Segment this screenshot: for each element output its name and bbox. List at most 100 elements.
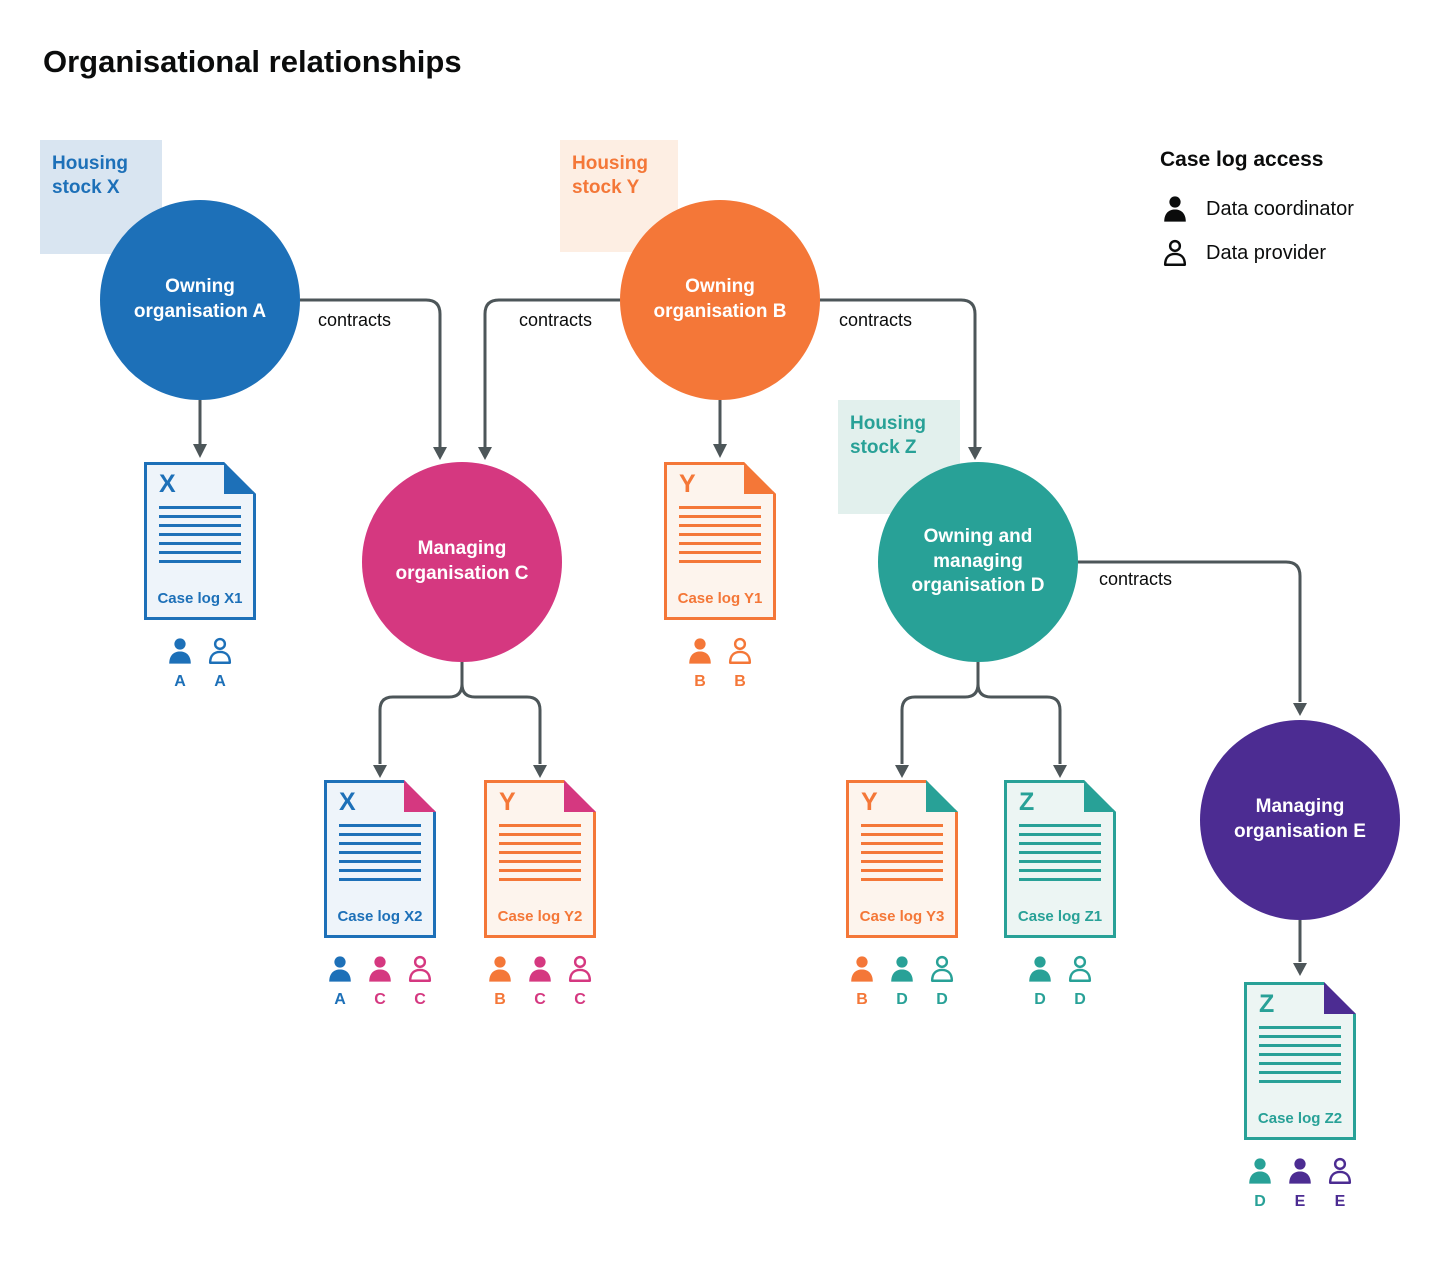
access-person: A: [205, 636, 235, 691]
data-provider-icon: [1328, 1157, 1352, 1184]
access-person: C: [405, 954, 435, 1009]
document-text-lines: [861, 824, 943, 881]
folded-corner-icon: [926, 780, 958, 812]
document-text-lines: [1019, 824, 1101, 881]
access-org-letter: A: [214, 673, 226, 690]
legend-coordinator-label: Data coordinator: [1206, 197, 1354, 220]
document-text-lines: [1259, 1026, 1341, 1083]
data-coordinator-icon: [489, 956, 511, 982]
case-log-doc-x1: X Case log X1: [144, 462, 256, 620]
housing-stock-z-tag: Housing stock Z: [838, 400, 960, 514]
access-org-letter: A: [334, 991, 346, 1008]
contracts-label-b-c: contracts: [519, 310, 593, 330]
case-log-doc-z1: Z Case log Z1: [1004, 780, 1116, 938]
org-b-label: Owning organisation B: [653, 276, 787, 322]
legend-row-coordinator: Data coordinator: [1160, 194, 1354, 224]
case-log-doc-y3: Y Case log Y3: [846, 780, 958, 938]
access-person: A: [165, 636, 195, 691]
arrow-a-to-c: [300, 298, 442, 447]
access-org-letter: B: [734, 673, 746, 690]
case-log-letter: Y: [679, 470, 696, 498]
data-coordinator-icon: [529, 956, 551, 982]
arrow-c-to-caselog-x2: [378, 662, 464, 764]
document-text-lines: [159, 506, 241, 563]
access-person: C: [525, 954, 555, 1009]
access-org-letter: B: [494, 991, 506, 1008]
access-org-letter: B: [856, 991, 868, 1008]
contracts-label-d-e: contracts: [1099, 569, 1173, 589]
data-provider-icon: [208, 637, 232, 664]
data-coordinator-icon: [1029, 956, 1051, 982]
access-person: D: [1245, 1156, 1275, 1211]
access-org-letter: C: [574, 991, 586, 1008]
org-e-label: Managing organisation E: [1234, 796, 1366, 842]
access-person: B: [725, 636, 755, 691]
access-person: A: [325, 954, 355, 1009]
case-log-y3-access: B D D: [847, 954, 957, 1009]
access-org-letter: D: [936, 991, 948, 1008]
housing-stock-y-tag: Housing stock Y: [560, 140, 678, 252]
org-a-label: Owning organisation A: [133, 276, 267, 322]
access-org-letter: C: [374, 991, 386, 1008]
case-log-letter: Z: [1019, 788, 1035, 816]
access-org-letter: B: [694, 673, 706, 690]
page-title: Organisational relationships: [43, 44, 462, 79]
case-log-y1-access: B B: [685, 636, 755, 691]
folded-corner-icon: [1324, 982, 1356, 1014]
person-filled-icon: [1164, 196, 1186, 222]
arrowheads: [193, 444, 1307, 976]
access-org-letter: E: [1334, 1193, 1346, 1210]
org-circle-c: Managing organisation C: [362, 462, 562, 662]
org-circle-e: Managing organisation E: [1200, 720, 1400, 920]
access-person: E: [1285, 1156, 1315, 1211]
org-c-label: Managing organisation C: [395, 538, 529, 584]
case-log-x1-access: A A: [165, 636, 235, 691]
access-person: C: [565, 954, 595, 1009]
access-person: D: [887, 954, 917, 1009]
access-person: B: [485, 954, 515, 1009]
access-person: D: [1025, 954, 1055, 1009]
folded-corner-icon: [1084, 780, 1116, 812]
data-provider-icon: [568, 955, 592, 982]
org-circle-b: Owning organisation B: [620, 200, 820, 400]
arrow-d-to-caselog-z1: [976, 683, 1062, 764]
folded-corner-icon: [224, 462, 256, 494]
case-log-z1-access: D D: [1025, 954, 1095, 1009]
data-coordinator-icon: [891, 956, 913, 982]
access-org-letter: C: [414, 991, 426, 1008]
folded-corner-icon: [564, 780, 596, 812]
case-log-access-legend: Case log access Data coordinator Data pr…: [1160, 148, 1354, 282]
data-provider-icon: [728, 637, 752, 664]
case-log-x2-access: A C C: [325, 954, 435, 1009]
legend-provider-label: Data provider: [1206, 241, 1327, 264]
data-coordinator-icon: [689, 638, 711, 664]
case-log-caption: Case log X1: [157, 590, 243, 607]
case-log-doc-y2: Y Case log Y2: [484, 780, 596, 938]
data-coordinator-icon: [369, 956, 391, 982]
access-person: D: [927, 954, 957, 1009]
org-circle-a: Owning organisation A: [100, 200, 300, 400]
case-log-doc-z2: Z Case log Z2: [1244, 982, 1356, 1140]
legend-row-provider: Data provider: [1160, 238, 1354, 268]
access-person: B: [685, 636, 715, 691]
arrow-d-to-e: [1078, 560, 1302, 702]
arrow-b-to-c: [483, 298, 620, 447]
data-provider-icon: [1068, 955, 1092, 982]
data-coordinator-icon: [1289, 1158, 1311, 1184]
access-org-letter: D: [896, 991, 908, 1008]
data-coordinator-icon: [329, 956, 351, 982]
access-org-letter: E: [1294, 1193, 1306, 1210]
case-log-letter: Z: [1259, 990, 1275, 1018]
document-text-lines: [679, 506, 761, 563]
access-org-letter: C: [534, 991, 546, 1008]
case-log-caption: Case log Y1: [677, 590, 763, 607]
case-log-letter: X: [339, 788, 356, 816]
data-provider-icon: [408, 955, 432, 982]
case-log-caption: Case log X2: [337, 908, 423, 925]
case-log-caption: Case log Z2: [1257, 1110, 1343, 1127]
case-log-caption: Case log Y2: [497, 908, 583, 925]
case-log-caption: Case log Y3: [859, 908, 945, 925]
access-person: B: [847, 954, 877, 1009]
document-text-lines: [339, 824, 421, 881]
